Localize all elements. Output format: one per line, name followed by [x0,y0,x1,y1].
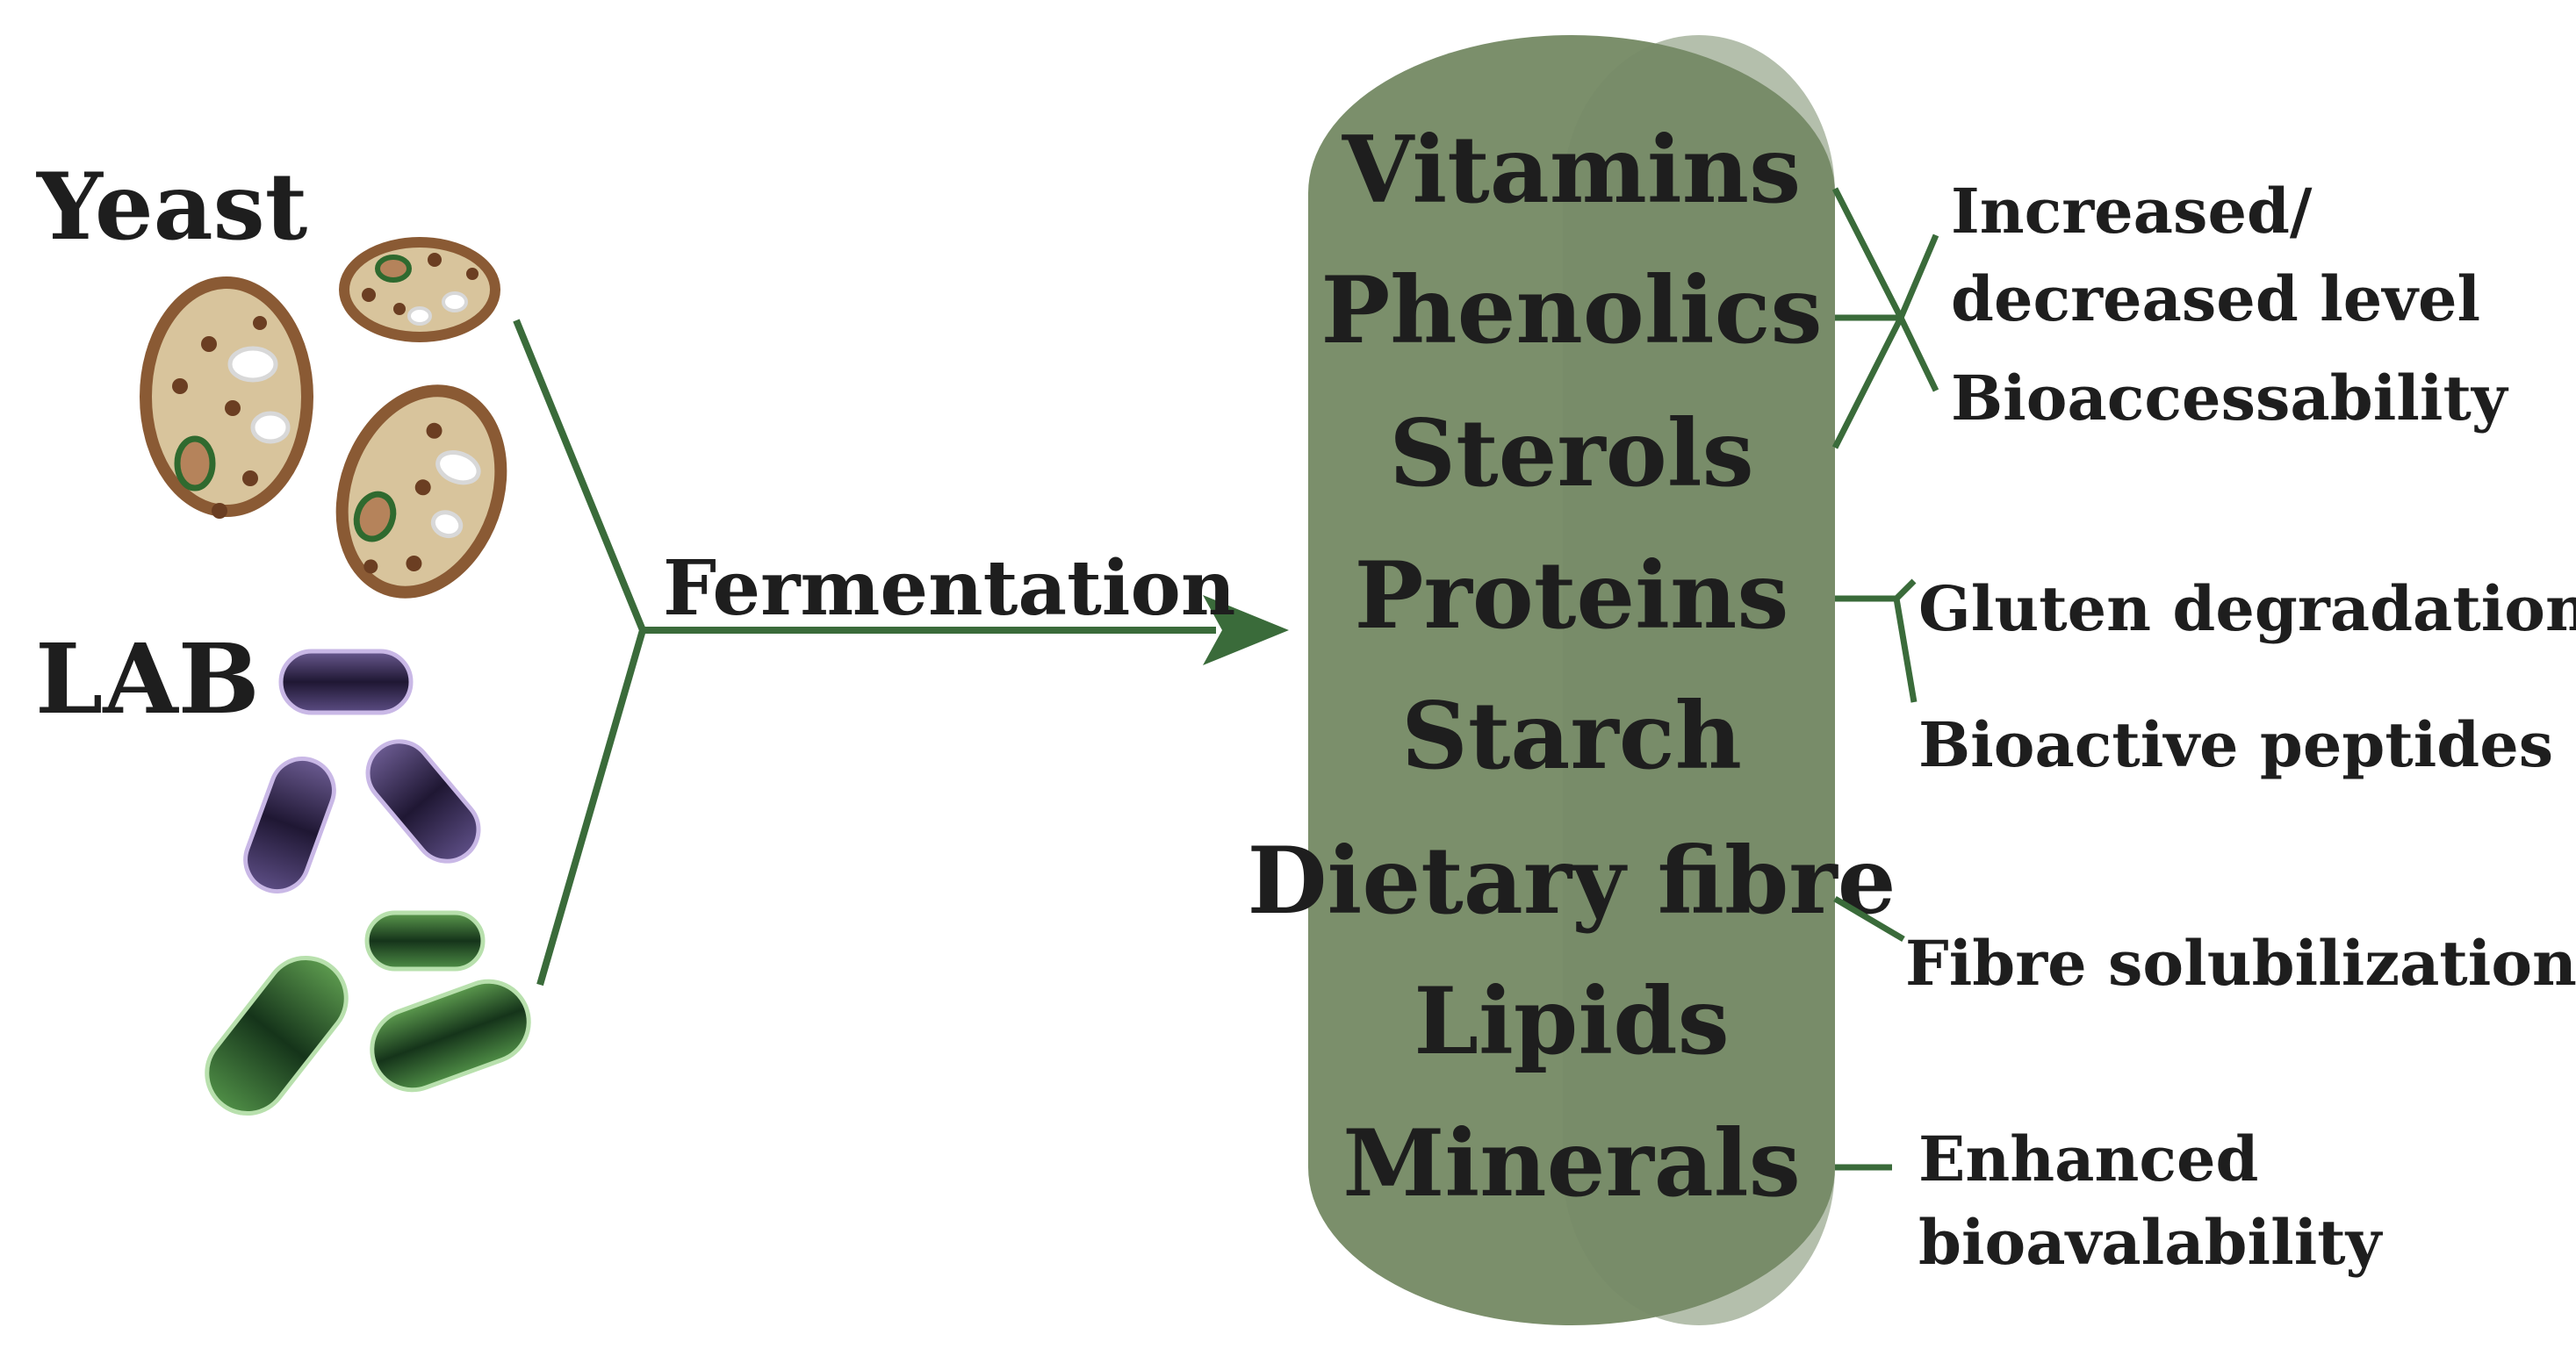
effect-fibre-solubilization: Fibre solubilization [1905,927,2576,1000]
effect-connectors [1831,187,1939,1171]
effect-bioactive-peptides: Bioactive peptides [1918,708,2553,781]
lab-rod-purple-3 [365,739,481,864]
component-starch: Starch [1401,681,1742,790]
component-proteins: Proteins [1355,541,1789,649]
effects-group-1: Increased/ decreased level Bioaccessabil… [1951,175,2509,434]
effects-group-2: Gluten degradation Bioactive peptides [1918,572,2576,781]
organisms-bracket [513,319,647,987]
yeast-cell-small [339,237,500,342]
lab-rod-purple-2 [243,757,336,893]
yeast-cell-medium [335,384,507,599]
lab-rod-green-2 [205,955,349,1116]
yeast-cell-large [140,276,313,519]
lab-rod-purple-1 [278,649,414,715]
effect-decreased-level: decreased level [1951,262,2480,335]
component-minerals: Minerals [1342,1109,1801,1217]
component-lipids: Lipids [1414,966,1730,1075]
lab-label: LAB [35,622,260,735]
effect-enhanced: Enhanced [1918,1123,2259,1195]
component-dietary-fibre: Dietary fibre [1247,826,1896,935]
effect-bioaccessability: Bioaccessability [1951,362,2509,434]
effects-group-3: Fibre solubilization [1905,927,2576,1000]
effect-bioavalability: bioavalability [1918,1206,2384,1279]
component-vitamins: Vitamins [1342,115,1802,224]
effect-increased: Increased/ [1951,175,2313,248]
components-pillar [1308,35,1835,1325]
lab-rod-green-1 [364,910,486,972]
component-sterols: Sterols [1389,398,1754,507]
component-phenolics: Phenolics [1320,255,1822,364]
lab-rod-green-3 [370,979,531,1093]
effects-group-4: Enhanced bioavalability [1918,1123,2384,1279]
fermentation-label: Fermentation [663,544,1235,633]
fermentation-arrowhead [1203,595,1289,665]
effect-gluten-degradation: Gluten degradation [1918,572,2576,645]
component-list: Vitamins Phenolics Sterols Proteins Star… [1247,115,1896,1217]
yeast-label: Yeast [36,152,307,261]
